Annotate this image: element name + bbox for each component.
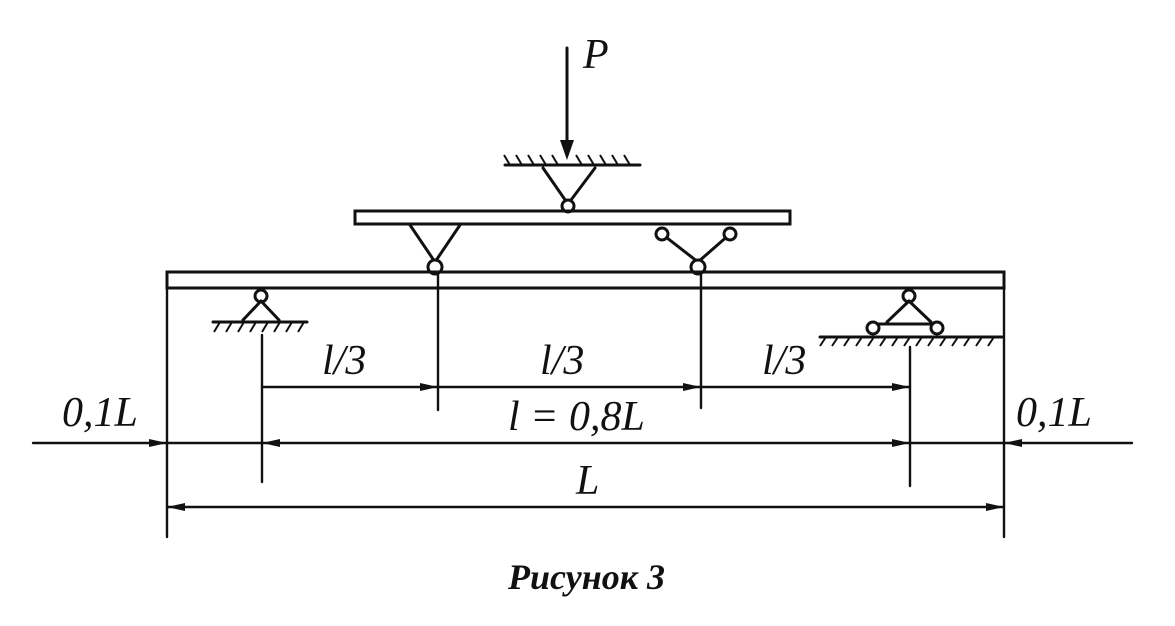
overhang-right-label: 0,1L bbox=[1016, 390, 1092, 436]
right-hanger bbox=[654, 226, 738, 276]
span-dimension-line bbox=[31, 439, 1134, 447]
segment-label-1: l/3 bbox=[322, 338, 366, 384]
segment-label-2: l/3 bbox=[540, 338, 584, 384]
total-label: L bbox=[575, 458, 599, 504]
right-support bbox=[818, 288, 1004, 347]
overhang-left-label: 0,1L bbox=[62, 390, 138, 436]
total-dimension-line bbox=[165, 503, 1006, 511]
left-hanger bbox=[408, 223, 462, 276]
main-beam bbox=[165, 270, 1006, 290]
span-label: l = 0,8L bbox=[508, 394, 645, 440]
segment-dimension-line bbox=[260, 383, 912, 391]
segment-label-3: l/3 bbox=[762, 338, 806, 384]
load-arrow bbox=[560, 46, 574, 160]
figure-caption: Рисунок 3 bbox=[507, 557, 665, 597]
extension-lines bbox=[165, 273, 1006, 539]
upper-beam bbox=[353, 209, 792, 226]
load-label: P bbox=[582, 32, 609, 78]
left-support bbox=[211, 288, 309, 333]
top-support bbox=[503, 154, 642, 214]
